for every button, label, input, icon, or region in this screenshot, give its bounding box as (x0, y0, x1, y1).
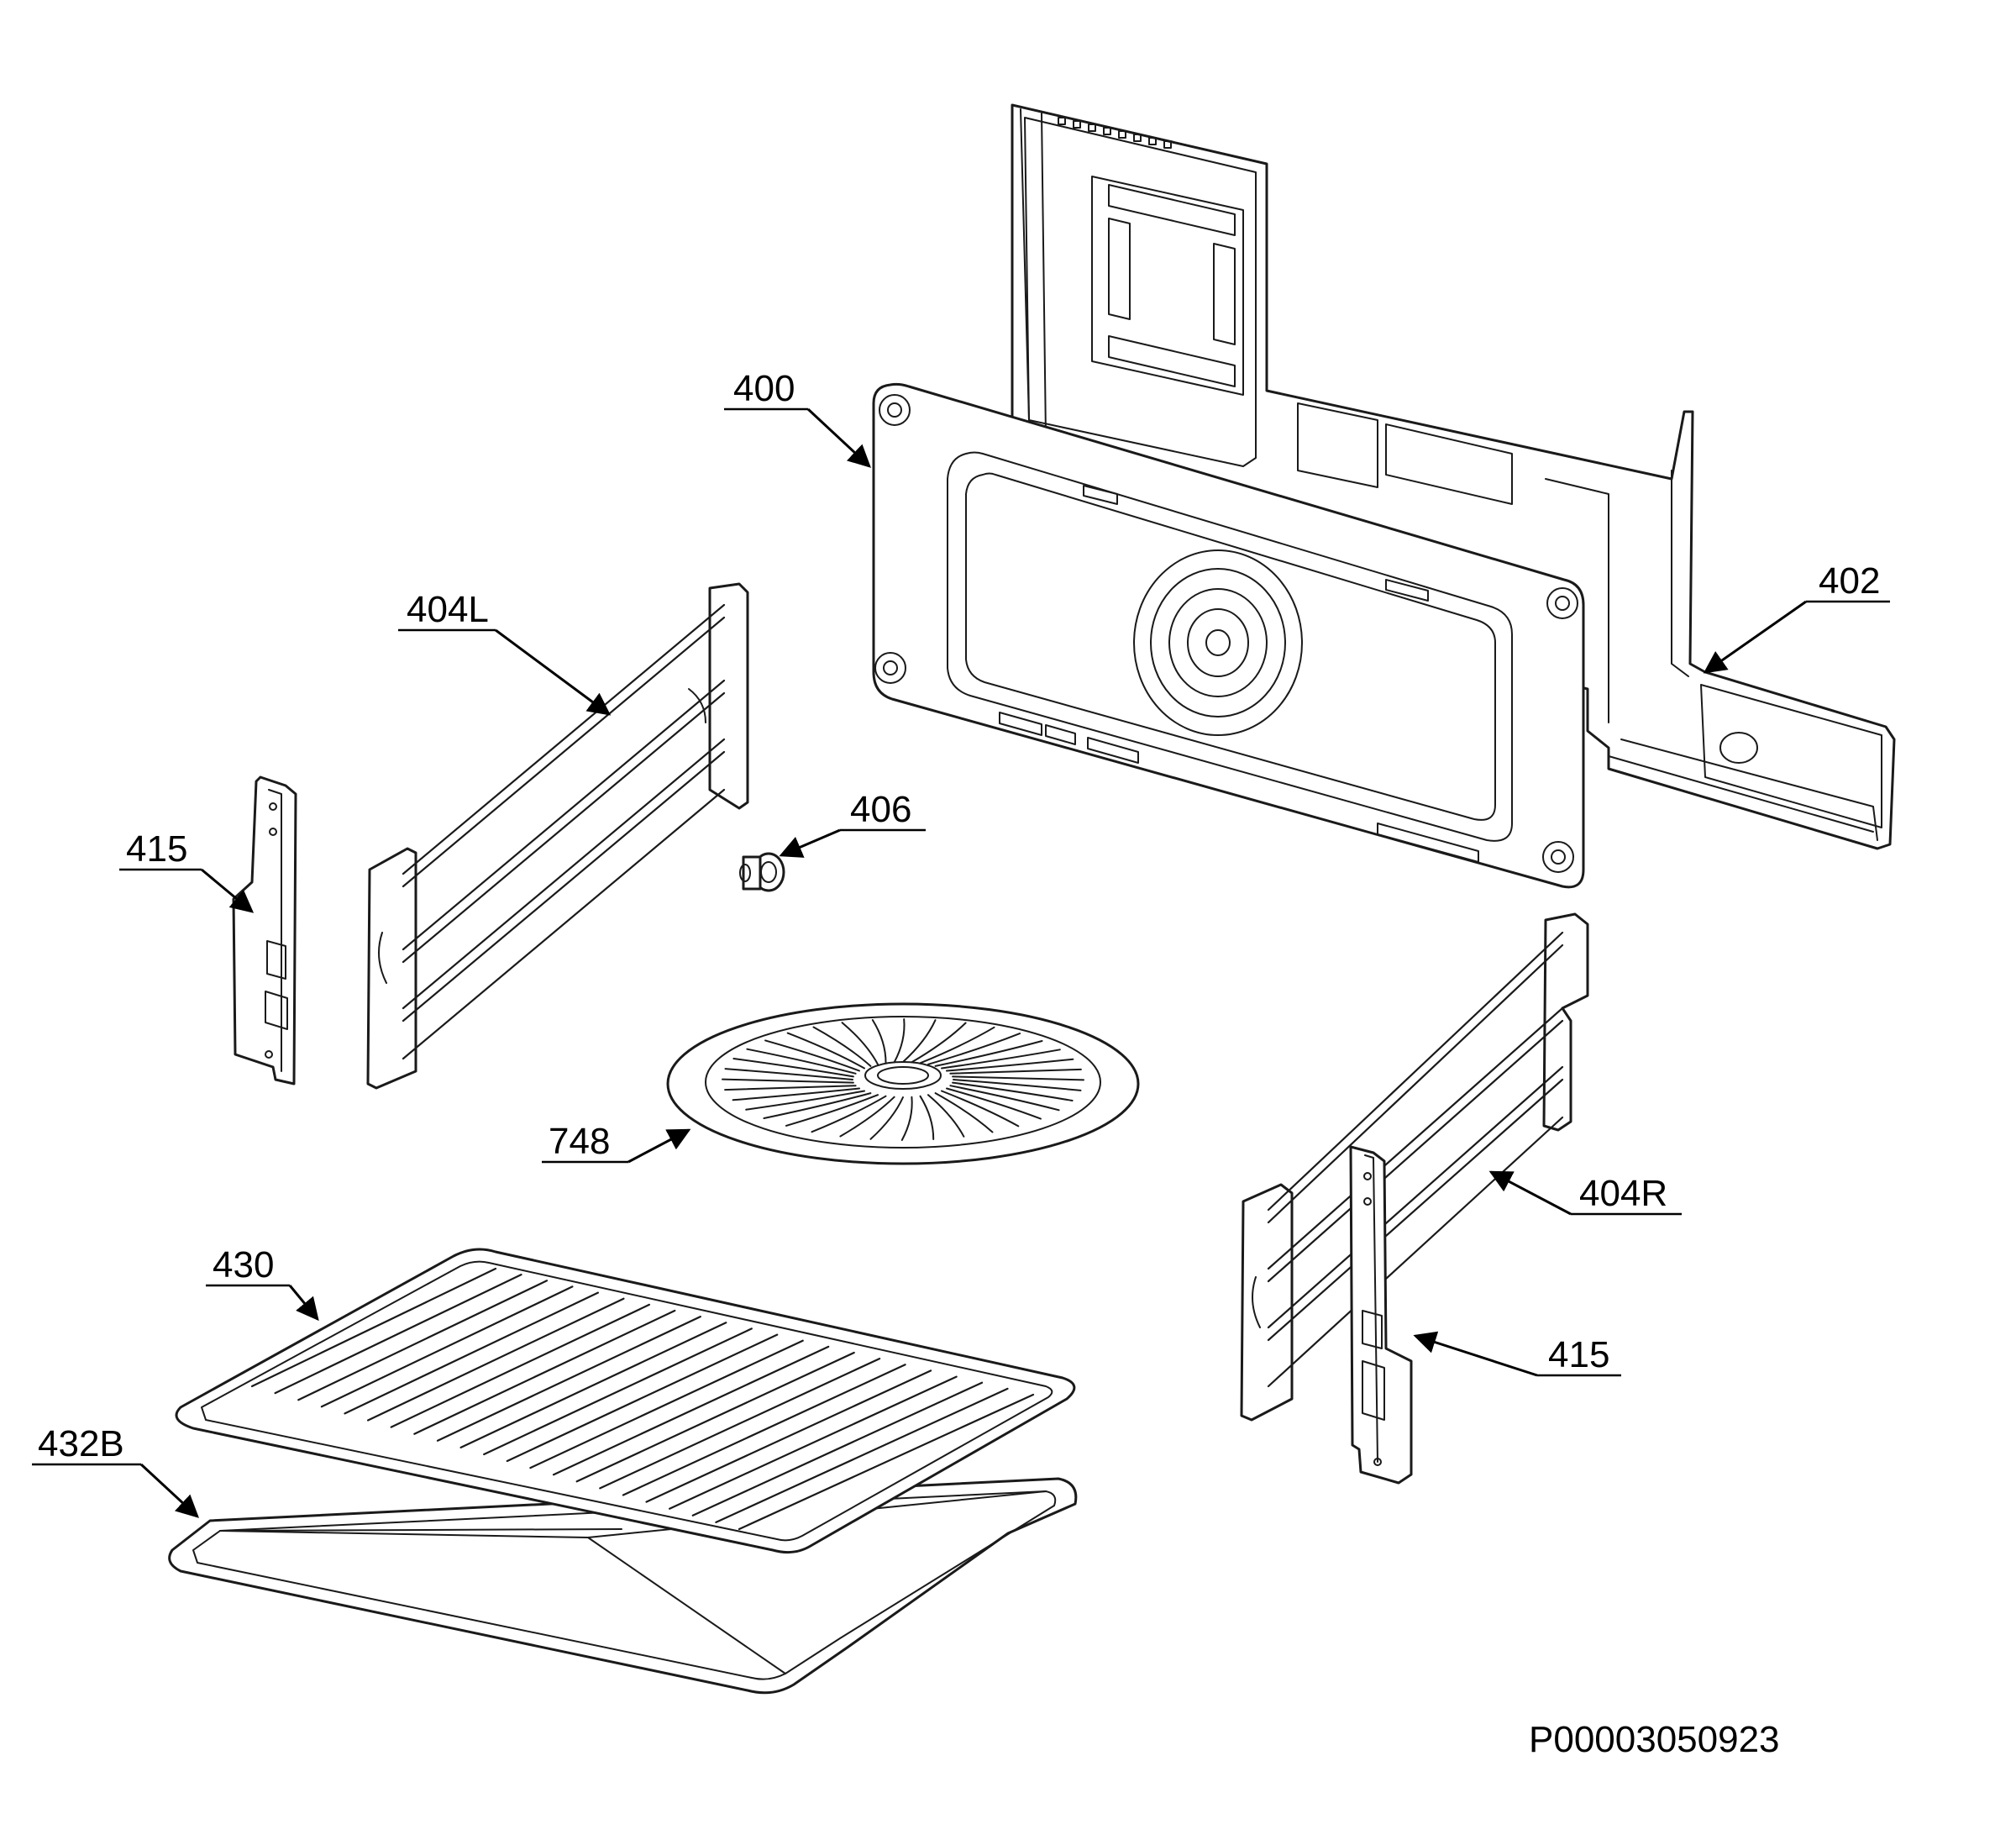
grille-slot (919, 1095, 935, 1140)
fan-cover-panel-part (872, 382, 1585, 889)
grille-slot (785, 1094, 879, 1127)
svg-text:432B: 432B (38, 1423, 124, 1464)
wire-grid-shelf-part (175, 1248, 1076, 1554)
svg-text:415: 415 (1548, 1334, 1609, 1375)
fan-nut-part (739, 852, 785, 892)
grille-slot (869, 1096, 904, 1140)
callout-404L: 404L (398, 589, 612, 716)
callout-400: 400 (724, 368, 871, 468)
callout-404R: 404R (1488, 1170, 1682, 1216)
round-grille-plate-part (666, 1002, 1140, 1165)
grille-slot (949, 1085, 1060, 1112)
grille-slot (811, 1095, 887, 1133)
grid-wire (413, 1309, 676, 1435)
grille-slot (927, 1033, 1021, 1065)
grid-wire (669, 1375, 958, 1510)
grid-wire (691, 1381, 984, 1516)
grille-slot (934, 1092, 994, 1133)
callout-430: 430 (206, 1244, 319, 1322)
grille-slot (952, 1075, 1084, 1081)
left-slide-bracket-part (232, 775, 297, 1085)
grid-wire (367, 1297, 625, 1422)
grille-slot (746, 1048, 857, 1075)
grille-slot (763, 1092, 872, 1119)
grille-slot (946, 1058, 1074, 1072)
grille-slot (841, 1022, 879, 1065)
grille-slot (786, 1032, 865, 1070)
grille-slot (941, 1090, 1020, 1128)
svg-text:404R: 404R (1579, 1173, 1667, 1214)
grille-slot (722, 1078, 854, 1084)
right-shelf-support-part (1240, 912, 1589, 1422)
callout-432B: 432B (32, 1423, 199, 1518)
grille-slot (919, 1026, 995, 1064)
grid-wire (436, 1316, 701, 1442)
grid-wire (390, 1303, 650, 1428)
grille-slot (941, 1049, 1061, 1070)
callout-402: 402 (1703, 560, 1890, 674)
grille-slot (934, 1040, 1043, 1067)
svg-text:404L: 404L (407, 589, 489, 630)
grid-wire (483, 1327, 753, 1456)
grid-wire (645, 1369, 932, 1503)
grille-slot (952, 1081, 1074, 1101)
grid-wire (320, 1285, 574, 1408)
grille-slot (871, 1019, 887, 1064)
grid-wire (622, 1364, 906, 1496)
svg-text:415: 415 (126, 828, 187, 870)
svg-text:748: 748 (549, 1121, 610, 1162)
callout-415-left: 415 (119, 828, 255, 913)
callout-406: 406 (779, 789, 926, 858)
grille-slot (927, 1094, 965, 1138)
left-shelf-support-part (366, 582, 749, 1090)
grille-slot (893, 1018, 906, 1064)
grid-wire (344, 1291, 599, 1415)
grid-wire (506, 1333, 779, 1463)
grille-slot (953, 1079, 1082, 1091)
right-slide-bracket-part (1349, 1145, 1413, 1485)
grille-slot (745, 1090, 865, 1111)
grille-slot (949, 1068, 1082, 1075)
svg-text:400: 400 (733, 368, 795, 409)
grid-wire (552, 1345, 830, 1476)
document-code: P00003050923 (1529, 1719, 1780, 1760)
grille-slot (946, 1087, 1042, 1120)
grille-slot (900, 1096, 913, 1141)
grille-slot (902, 1019, 937, 1063)
callout-415-right: 415 (1413, 1331, 1621, 1377)
grille-slot (764, 1039, 860, 1072)
grid-wire (297, 1280, 549, 1401)
grille-slot (812, 1026, 872, 1067)
callout-748: 748 (542, 1121, 691, 1164)
grid-wire (599, 1358, 881, 1490)
grid-wire (529, 1339, 804, 1469)
svg-text:406: 406 (850, 789, 911, 830)
grid-wire (274, 1274, 522, 1395)
grid-wire (459, 1322, 727, 1448)
grid-wire (738, 1393, 1035, 1531)
grille-slot (724, 1085, 857, 1091)
grille-slot (911, 1022, 967, 1064)
grid-wire (715, 1387, 1009, 1523)
grid-wire (250, 1267, 497, 1388)
grille-slot (732, 1058, 854, 1078)
rear-cavity-panel-part (1011, 103, 1896, 850)
svg-text:430: 430 (213, 1244, 274, 1285)
grille-slot (839, 1096, 895, 1138)
grille-slot (724, 1068, 853, 1080)
grid-wire (575, 1351, 855, 1483)
svg-text:402: 402 (1819, 560, 1880, 602)
baking-tray-part (168, 1477, 1078, 1695)
grille-slot (732, 1087, 860, 1101)
